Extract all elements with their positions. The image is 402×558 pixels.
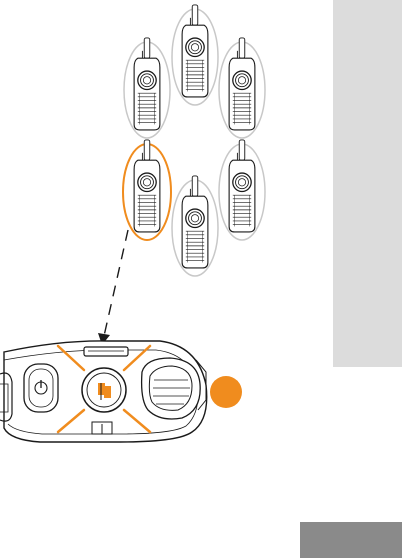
radio-top bbox=[172, 5, 218, 105]
walkie-talkie-icon bbox=[134, 38, 160, 130]
walkie-talkie-icon bbox=[229, 140, 255, 232]
walkie-talkie-icon bbox=[229, 38, 255, 130]
radio-lower-left bbox=[123, 140, 171, 240]
dashed-pointer-line bbox=[104, 230, 128, 336]
walkie-talkie-icon bbox=[134, 140, 160, 232]
power-icon bbox=[24, 364, 58, 412]
speaker-grille bbox=[142, 358, 201, 419]
radio-upper-right bbox=[219, 38, 265, 138]
radio-bottom bbox=[172, 176, 218, 276]
push-to-talk-icon bbox=[82, 368, 126, 412]
walkie-talkie-icon bbox=[182, 5, 208, 97]
radio-lower-right bbox=[219, 140, 265, 240]
walkie-talkie-icon bbox=[182, 176, 208, 268]
radio-top-view bbox=[0, 341, 207, 442]
callout-circle-icon bbox=[210, 376, 242, 408]
radio-upper-left bbox=[124, 38, 170, 138]
